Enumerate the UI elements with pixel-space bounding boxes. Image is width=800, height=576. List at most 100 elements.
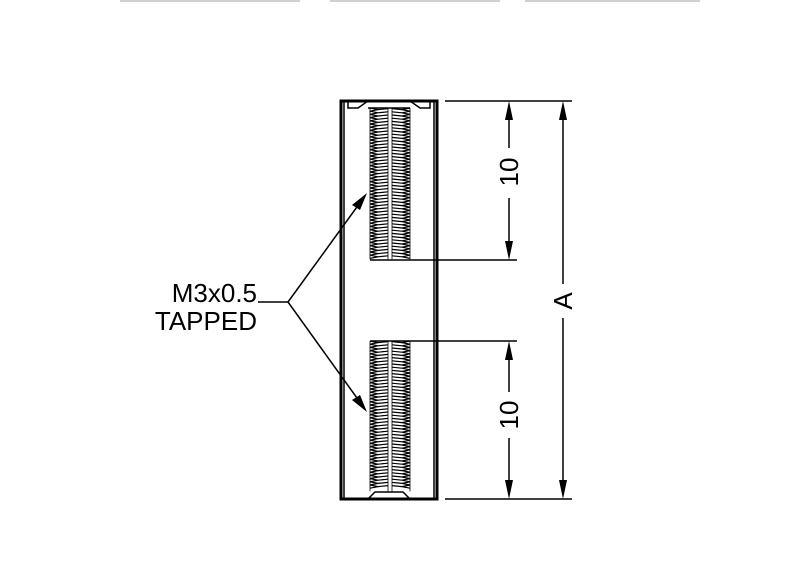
thread-mark [377,379,389,382]
thread-mark [391,152,403,155]
extension-lines [412,100,572,500]
thread-mark [377,162,389,165]
thread-mark [369,398,379,403]
thread-mark [391,245,403,248]
dimension-lower-10: 10 [494,341,524,499]
thread-mark [369,219,379,224]
thread-mark [369,225,379,231]
thread-mark [391,168,403,171]
thread-mark [369,410,379,416]
thread-mark [369,426,379,432]
thread-mark [369,222,379,227]
thread-mark [401,484,411,489]
thread-mark [401,362,411,368]
thread-mark [369,187,379,192]
thread-mark [369,203,379,208]
thread-mark [391,188,403,191]
thread-mark [391,440,403,443]
thread-mark [401,430,411,435]
thread-mark [401,481,411,486]
thread-mark [401,136,411,141]
thread-mark [377,424,389,427]
thread-mark [369,369,379,374]
dim-text-overall: A [548,292,578,310]
thread-mark [377,433,389,436]
thread-mark [377,459,389,462]
thread-mark [401,439,411,444]
thread-mark [377,382,389,385]
thread-mark [377,172,389,175]
thread-mark [401,353,411,358]
thread-mark [401,149,411,154]
thread-mark [401,404,411,409]
thread-mark [391,392,403,395]
thread-mark [391,395,403,398]
thread-mark [369,353,379,358]
thread-mark [377,136,389,139]
thread-mark [401,478,411,483]
thread-mark [391,213,403,216]
thread-mark [391,421,403,424]
thread-mark [377,417,389,420]
thread-mark [401,222,411,227]
thread-mark [377,223,389,226]
thread-mark [377,188,389,191]
callout-leaders [258,193,367,412]
thread-mark [377,114,389,117]
thread-mark [377,485,389,488]
thread-mark [401,420,411,425]
thread-mark [401,203,411,208]
thread-mark [391,207,403,210]
thread-mark [377,427,389,430]
leader-arrow-upper [352,193,367,210]
thread-mark [377,478,389,481]
thread-mark [391,226,403,229]
thread-mark [369,481,379,486]
dimension-upper-10: 10 [494,101,524,260]
thread-mark [377,143,389,146]
thread-mark [369,171,379,176]
thread-mark [377,462,389,465]
thread-mark [391,360,403,363]
thread-mark [369,152,379,157]
thread-mark [401,359,411,364]
thread-mark [391,232,403,235]
thread-mark [401,471,411,476]
thread-mark [401,372,411,377]
thread-mark [401,139,411,144]
thread-mark [391,437,403,440]
thread-mark [391,363,403,366]
thread-mark [369,158,379,163]
thread-mark [369,385,379,390]
thread-mark [401,171,411,176]
thread-mark [391,350,403,353]
thread-mark [391,462,403,465]
thread-mark [369,181,379,186]
thread-mark [369,452,379,457]
thread-mark [391,120,403,123]
thread-mark [391,194,403,197]
thread-mark [369,184,379,189]
thread-mark [369,136,379,141]
thread-mark [369,174,379,179]
thread-mark [377,472,389,475]
upper-thread [369,107,411,260]
standoff-body [339,99,439,501]
thread-mark [401,385,411,390]
thread-mark [401,442,411,448]
thread-mark [391,357,403,360]
thread-mark [369,391,379,396]
thread-mark [401,375,411,380]
thread-mark [391,108,403,111]
thread-mark [377,165,389,168]
thread-mark [377,117,389,120]
thread-mark [391,197,403,200]
thread-mark [391,239,403,242]
thread-mark [377,398,389,401]
thread-mark [401,113,411,119]
thread-mark [377,481,389,484]
thread-mark [377,152,389,155]
thread-mark [391,216,403,219]
thread-mark [377,111,389,114]
thread-mark [391,181,403,184]
